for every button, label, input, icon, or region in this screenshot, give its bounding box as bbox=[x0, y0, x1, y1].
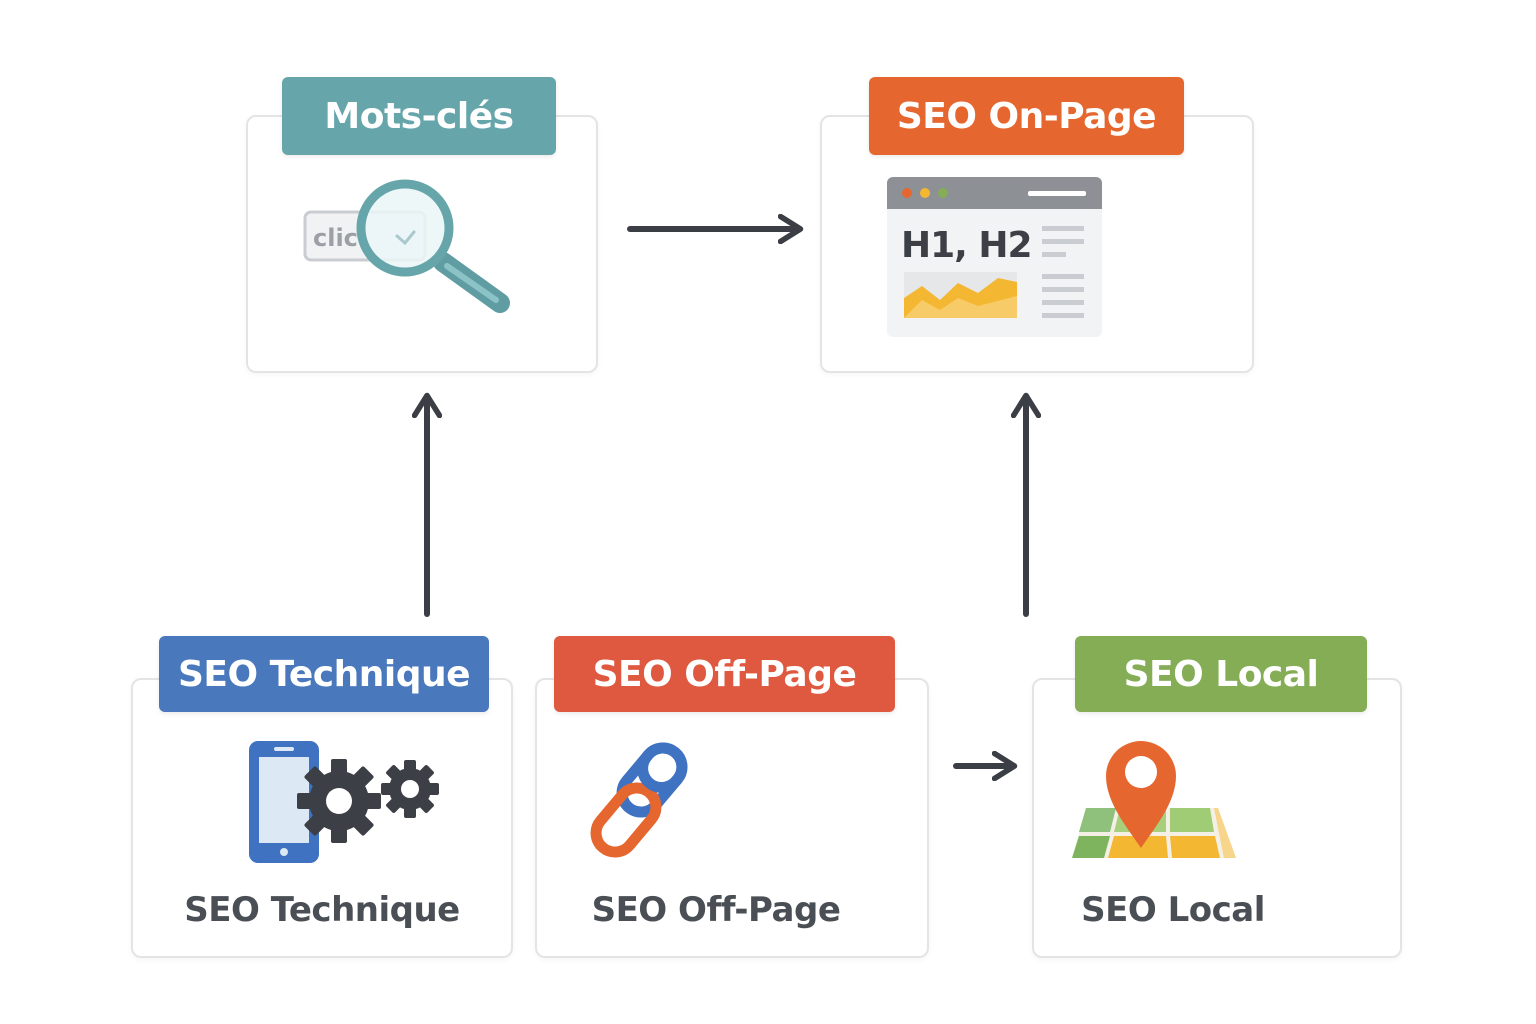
heading-label: H1, H2 bbox=[901, 225, 1032, 266]
offpage-tag: SEO Off-Page bbox=[554, 636, 895, 712]
chain-link-icon bbox=[590, 742, 688, 858]
onpage-tag: SEO On-Page bbox=[869, 77, 1184, 155]
gear-icon bbox=[297, 759, 381, 843]
magnifier-icon: clic bbox=[303, 179, 510, 313]
phone-gears-icon bbox=[249, 741, 439, 863]
keywords-tag: Mots-clés bbox=[282, 77, 556, 155]
webpage-icon: H1, H2 bbox=[887, 177, 1102, 337]
technique-tag: SEO Technique bbox=[159, 636, 489, 712]
gear-small-icon bbox=[381, 760, 439, 818]
technique-caption: SEO Technique bbox=[184, 890, 460, 930]
local-caption: SEO Local bbox=[1081, 890, 1265, 930]
clic-label: clic bbox=[313, 224, 358, 252]
map-pin-icon bbox=[1072, 741, 1236, 858]
local-tag: SEO Local bbox=[1075, 636, 1367, 712]
offpage-caption: SEO Off-Page bbox=[591, 890, 841, 930]
